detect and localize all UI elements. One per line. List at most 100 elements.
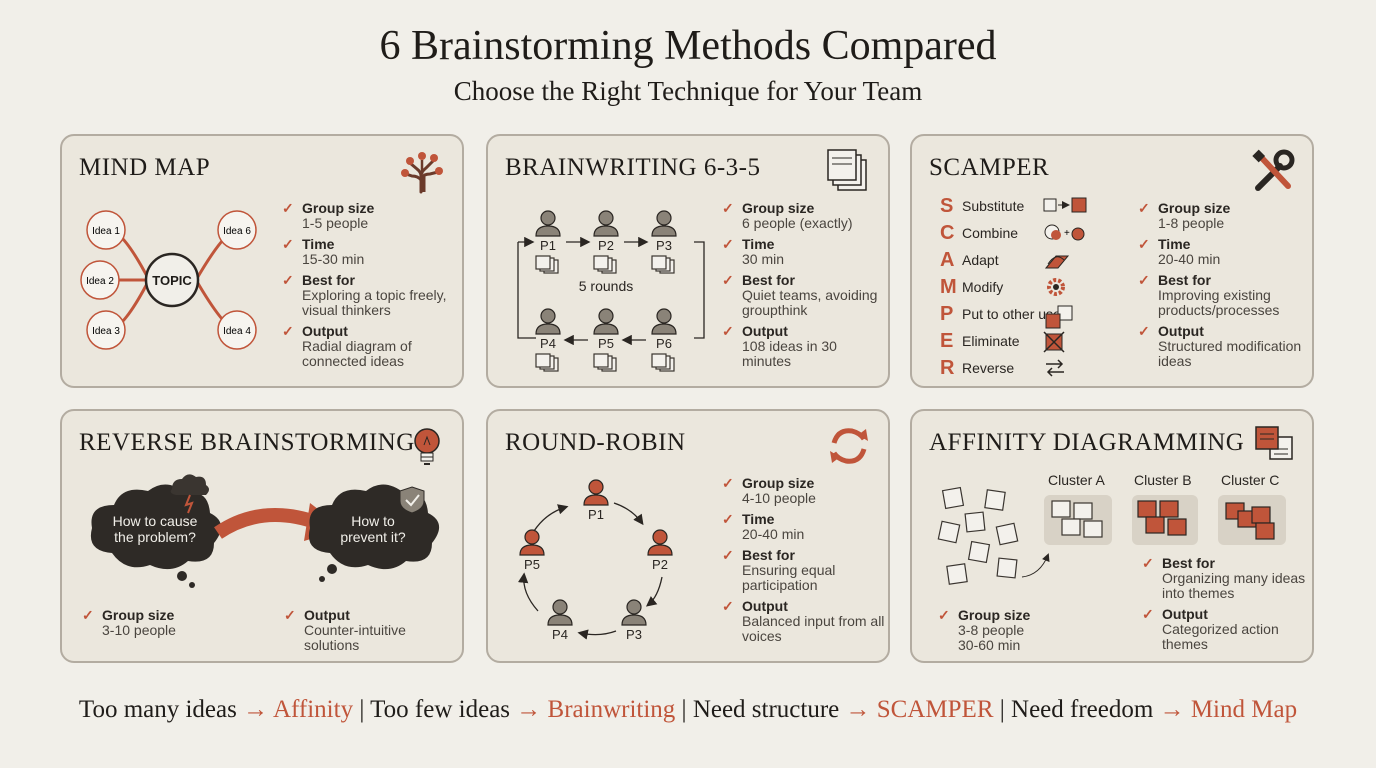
idea-label: Idea 4 — [223, 326, 251, 337]
cluster-c-label: Cluster C — [1221, 472, 1280, 488]
card-title: AFFINITY DIAGRAMMING — [929, 429, 1245, 456]
participant-label: P4 — [540, 336, 556, 351]
eliminate-icon — [1043, 331, 1065, 353]
footer-target: Brainwriting — [547, 696, 676, 723]
cloud-solution-text: How to prevent it? — [340, 513, 406, 545]
card-title: BRAINWRITING 6-3-5 — [505, 154, 761, 181]
check-icon: ✓ — [1142, 606, 1154, 622]
mind-map-diagram: TOPIC Idea 1 Idea 2 Idea 3 Idea 6 Idea 4 — [80, 210, 257, 350]
paper-sheets-icon — [651, 255, 675, 274]
footer-separator: | — [681, 696, 687, 723]
card-reverse-brainstorming: REVERSE BRAINSTORMING How to cause the p… — [60, 409, 464, 663]
check-icon: ✓ — [722, 200, 734, 216]
storm-cloud-icon — [170, 474, 209, 514]
svg-text:+: + — [1064, 228, 1070, 239]
card-title: SCAMPER — [929, 154, 1050, 181]
check-icon: ✓ — [1138, 272, 1150, 288]
tree-icon — [401, 152, 443, 194]
card-affinity-diagramming: AFFINITY DIAGRAMMING — [910, 409, 1314, 663]
paper-sheets-icon — [593, 255, 617, 274]
footer-separator: | — [999, 696, 1005, 723]
scamper-icons: + — [1043, 197, 1087, 377]
check-icon: ✓ — [82, 607, 94, 623]
cluster-a-label: Cluster A — [1048, 472, 1105, 488]
paper-stack-icon — [827, 149, 867, 191]
footer-target: Affinity — [272, 696, 354, 723]
idea-node — [80, 260, 120, 300]
participant-label: P3 — [656, 238, 672, 253]
footer-target: SCAMPER — [876, 696, 994, 723]
check-icon: ✓ — [722, 272, 734, 288]
participant-avatar — [651, 308, 677, 335]
participant-avatar — [651, 210, 677, 237]
affinity-diagram — [937, 486, 1286, 585]
footer-item: Too few ideas → Brainwriting — [370, 696, 676, 723]
tools-icon — [1252, 149, 1295, 191]
check-icon: ✓ — [284, 607, 296, 623]
flow-arrow — [533, 504, 569, 532]
put-to-other-use-icon — [1045, 305, 1073, 329]
paper-sheets-icon — [535, 353, 559, 372]
cloud-problem-text: How to cause the problem? — [112, 513, 198, 545]
page-subtitle: Choose the Right Technique for Your Team — [453, 76, 923, 106]
check-icon: ✓ — [282, 200, 294, 216]
problem-cloud — [90, 484, 222, 588]
check-icon: ✓ — [1142, 555, 1154, 571]
participant-label: P5 — [524, 557, 540, 572]
idea-node — [86, 310, 126, 350]
check-icon: ✓ — [722, 323, 734, 339]
reverse-diagram: How to cause the problem? How to prevent… — [90, 474, 440, 588]
card-mind-map: MIND MAP TOPIC Idea 1 Idea 2 Idea 3 Idea… — [60, 134, 464, 388]
participant-label: P1 — [540, 238, 556, 253]
participant-label: P4 — [552, 627, 568, 642]
check-icon: ✓ — [1138, 323, 1150, 339]
cluster-c-notes — [1225, 502, 1275, 540]
paper-sheets-icon — [593, 353, 617, 372]
footer-guide: Too many ideas → Affinity | Too few idea… — [0, 696, 1376, 724]
card-title: REVERSE BRAINSTORMING — [79, 429, 415, 456]
flow-arrow — [613, 502, 644, 526]
check-icon: ✓ — [722, 236, 734, 252]
footer-target: Mind Map — [1190, 696, 1298, 723]
check-icon: ✓ — [1138, 200, 1150, 216]
check-icon: ✓ — [722, 547, 734, 563]
page-title: 6 Brainstorming Methods Compared — [379, 23, 997, 69]
idea-label: Idea 2 — [86, 276, 114, 287]
card-title: MIND MAP — [79, 154, 211, 181]
participant-avatar — [593, 210, 619, 237]
participant-avatar — [535, 308, 561, 335]
participant-avatar — [621, 599, 647, 626]
idea-node — [86, 210, 126, 250]
idea-label: Idea 3 — [92, 326, 120, 337]
check-icon: ✓ — [722, 475, 734, 491]
lightbulb-icon — [414, 428, 440, 465]
